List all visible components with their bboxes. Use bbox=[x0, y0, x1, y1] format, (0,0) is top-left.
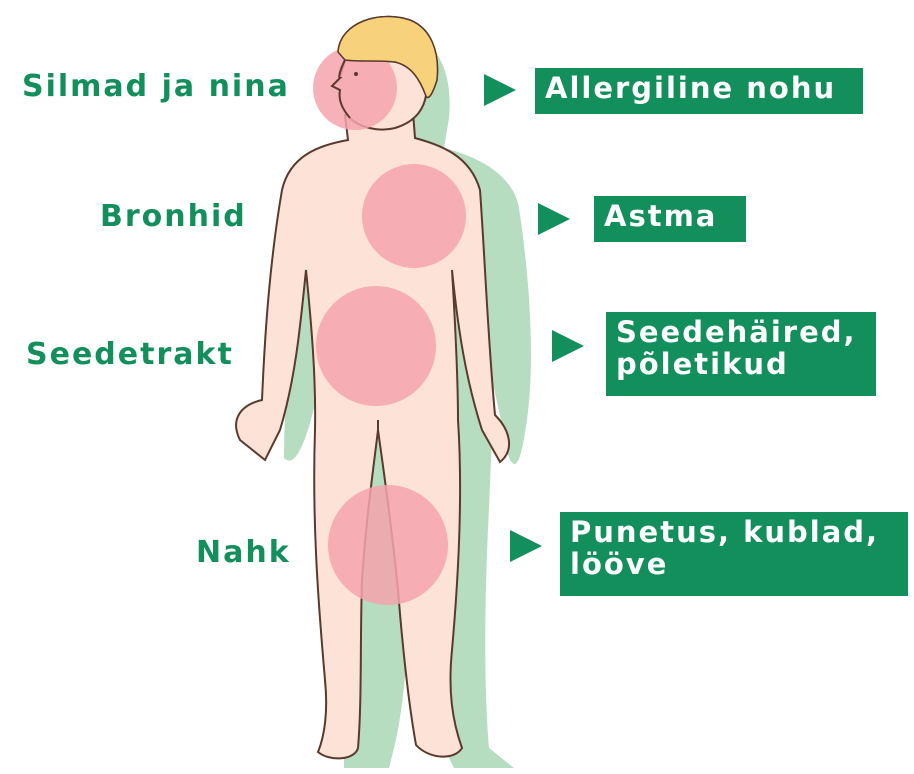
arrow-icon bbox=[552, 330, 584, 362]
skin-zone bbox=[328, 485, 448, 605]
organ-label-skin: Nahk bbox=[196, 538, 291, 568]
arrow-icon bbox=[510, 530, 542, 562]
outcome-box-asthma: Astma bbox=[594, 196, 746, 242]
outcome-line: lööve bbox=[570, 548, 898, 580]
outcome-box-allergic-rhinitis: Allergiline nohu bbox=[535, 68, 863, 114]
outcome-line: Seedehäired, bbox=[616, 316, 866, 348]
outcome-line: Allergiline nohu bbox=[545, 72, 853, 104]
arrow-icon bbox=[538, 203, 570, 235]
organ-label-bronchi: Bronhid bbox=[100, 202, 247, 232]
bronchi-zone bbox=[362, 164, 466, 268]
arrow-icon bbox=[484, 74, 516, 106]
organ-label-digestive: Seedetrakt bbox=[26, 340, 234, 370]
outcome-box-skin: Punetus, kublad, lööve bbox=[560, 512, 908, 596]
outcome-line: Astma bbox=[604, 200, 736, 232]
organ-label-eyes-nose: Silmad ja nina bbox=[22, 72, 290, 102]
outcome-line: Punetus, kublad, bbox=[570, 516, 898, 548]
outcome-line: põletikud bbox=[616, 348, 866, 380]
outcome-box-digestive: Seedehäired, põletikud bbox=[606, 312, 876, 396]
digestive-zone bbox=[316, 286, 436, 406]
